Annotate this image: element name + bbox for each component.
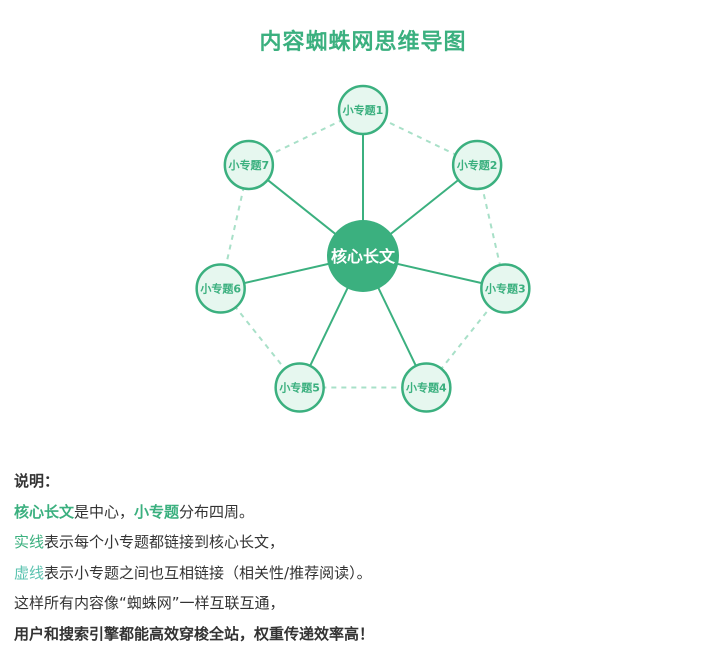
center-node: 核心长文 [327, 220, 399, 292]
topic-node-label: 小专题6 [199, 281, 241, 295]
topic-node-2: 小专题2 [451, 139, 503, 191]
notes-solid-term: 实线 [14, 533, 45, 551]
notes-line-1: 核心长文是中心，小专题分布四周。 [14, 497, 714, 528]
topic-node-label: 小专题3 [484, 281, 526, 295]
topic-node-label: 小专题4 [405, 381, 447, 395]
topic-node-6: 小专题6 [195, 263, 246, 314]
topic-node-circle [195, 263, 246, 314]
topic-node-circle [274, 362, 325, 413]
notes-line-5: 用户和搜索引擎都能高效穿梭全站，权重传递效率高！ [14, 624, 375, 643]
notes-line-2: 实线表示每个小专题都链接到核心长文， [14, 527, 714, 558]
spider-web-diagram: 核心长文 小专题1 小专题2 小专题3 小专题4 小专题5 小专题6 小专题7 [195, 84, 531, 413]
notes-line-2-text: 表示每个小专题都链接到核心长文， [44, 533, 285, 551]
topic-node-circle [451, 139, 503, 191]
notes: 说明： 核心长文是中心，小专题分布四周。 实线表示每个小专题都链接到核心长文， … [14, 466, 714, 649]
topic-node-5: 小专题5 [274, 362, 325, 413]
notes-core-term: 核心长文 [14, 502, 75, 521]
notes-dashed-term: 虚线 [14, 563, 45, 582]
topic-node-circle [480, 263, 531, 314]
topic-node-4: 小专题4 [401, 362, 452, 413]
nodes-group: 核心长文 小专题1 小专题2 小专题3 小专题4 小专题5 小专题6 小专题7 [195, 84, 531, 413]
topic-node-label: 小专题7 [228, 158, 270, 172]
topic-node-circle [401, 362, 452, 413]
topic-node-circle [337, 84, 389, 136]
page-title: 内容蜘蛛网思维导图 [259, 30, 467, 55]
notes-line-4: 这样所有内容像“蜘蛛网”一样互联互通， [14, 594, 285, 612]
topic-node-circle [223, 139, 275, 191]
notes-line-3-text: 表示小专题之间也互相链接（相关性/推荐阅读）。 [44, 563, 372, 582]
notes-topic-term: 小专题 [134, 502, 180, 521]
topic-node-7: 小专题7 [223, 139, 275, 191]
notes-line-1-text-a: 是中心， [74, 502, 135, 521]
topic-node-1: 小专题1 [337, 84, 389, 136]
topic-node-3: 小专题3 [480, 263, 531, 314]
notes-line-3: 虚线表示小专题之间也互相链接（相关性/推荐阅读）。 [14, 558, 714, 589]
center-node-label: 核心长文 [331, 247, 396, 266]
notes-heading: 说明： [14, 472, 60, 490]
center-node-circle [327, 220, 399, 292]
topic-node-label: 小专题5 [278, 381, 320, 395]
notes-line-1-text-b: 分布四周。 [179, 502, 255, 521]
topic-node-label: 小专题1 [342, 103, 384, 117]
topic-node-label: 小专题2 [456, 158, 498, 172]
